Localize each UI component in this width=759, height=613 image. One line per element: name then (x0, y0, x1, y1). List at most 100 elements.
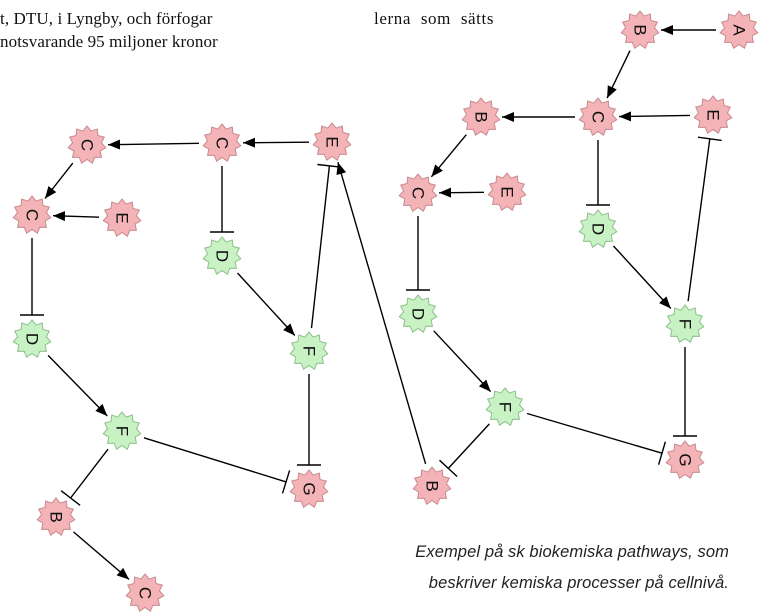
node-label: C (136, 587, 155, 599)
node-shape (412, 466, 452, 505)
pathway-node-d: D (578, 209, 618, 248)
caption-line: Exempel på sk biokemiska pathways, som (415, 543, 729, 561)
pathway-node-c: C (202, 123, 242, 162)
article-text-left: t, DTU, i Lyngby, och förfogar notsvaran… (0, 7, 218, 53)
inhibition-line (143, 437, 287, 483)
node-label: B (423, 480, 442, 491)
activation-arrow (438, 187, 485, 198)
pathway-node-c: C (125, 573, 165, 612)
node-label: F (113, 426, 132, 436)
pathway-node-g: G (665, 440, 705, 479)
node-label: F (496, 402, 515, 412)
inhibition-bar (657, 441, 667, 465)
node-shape (67, 125, 107, 164)
node-shape (289, 469, 329, 508)
node-label: D (23, 333, 42, 345)
activation-arrow (618, 111, 691, 122)
activation-arrow (44, 162, 74, 199)
inhibition-bar (697, 136, 722, 142)
node-shape (665, 304, 705, 343)
node-shape (620, 10, 660, 49)
node-shape (36, 497, 76, 536)
node-label: D (213, 250, 232, 262)
node-label: E (323, 136, 342, 147)
node-label: D (589, 223, 608, 235)
pathway-node-f: F (665, 304, 705, 343)
node-label: E (498, 186, 517, 197)
pathway-node-e: E (487, 172, 527, 211)
node-label: C (409, 187, 428, 199)
activation-arrow (606, 50, 631, 99)
node-label: B (631, 24, 650, 35)
node-label: D (409, 308, 428, 320)
pathway-node-e: E (693, 95, 733, 134)
node-label: C (589, 111, 608, 123)
inhibition-line (447, 423, 490, 469)
inhibition-line (526, 412, 663, 454)
pathway-node-c: C (578, 97, 618, 136)
inhibition-bar (281, 470, 291, 494)
node-shape (578, 97, 618, 136)
pathway-node-d: D (12, 319, 52, 358)
pathway-node-a: A (719, 10, 759, 49)
node-shape (202, 236, 242, 275)
node-shape (398, 294, 438, 333)
pathway-node-g: G (289, 469, 329, 508)
pathway-node-f: F (485, 387, 525, 426)
node-shape (578, 209, 618, 248)
pathway-node-b: B (36, 497, 76, 536)
pathway-node-c: C (12, 195, 52, 234)
node-shape (693, 95, 733, 134)
article-text-line: t, DTU, i Lyngby, och förfogar (0, 9, 213, 28)
article-text-middle: lerna som sätts (374, 9, 495, 28)
node-shape (312, 122, 352, 161)
pathway-node-d: D (398, 294, 438, 333)
node-label: G (676, 453, 695, 466)
node-label: F (676, 319, 695, 329)
activation-arrow (52, 211, 100, 222)
node-label: A (730, 24, 749, 36)
inhibition-line (70, 448, 109, 499)
node-shape (202, 123, 242, 162)
activation-arrow (433, 330, 492, 393)
figure-caption: Exempel på sk biokemiska pathways, som b… (415, 537, 729, 599)
node-label: E (113, 212, 132, 223)
pathway-node-b: B (412, 466, 452, 505)
inhibition-bar (439, 459, 458, 478)
pathway-node-b: B (620, 10, 660, 49)
activation-arrow (236, 272, 296, 336)
node-shape (12, 195, 52, 234)
activation-arrow (612, 245, 672, 309)
activation-arrow (336, 162, 427, 465)
activation-arrow (107, 139, 200, 150)
node-layer: C C E C E D D F F G B C A B C B E C E D D F F G B (12, 10, 759, 612)
caption-line: beskriver kemiska processer på cellnivå. (428, 574, 729, 592)
node-shape (398, 173, 438, 212)
node-label: B (472, 111, 491, 122)
pathway-node-e: E (102, 198, 142, 237)
node-label: F (300, 346, 319, 356)
node-label: E (704, 109, 723, 120)
pathway-node-b: B (461, 97, 501, 136)
pathway-node-f: F (102, 411, 142, 450)
node-label: B (47, 511, 66, 522)
activation-arrow (47, 354, 108, 417)
inhibition-line (310, 165, 331, 329)
node-shape (125, 573, 165, 612)
pathway-node-e: E (312, 122, 352, 161)
node-label: C (78, 139, 97, 151)
pathway-node-d: D (202, 236, 242, 275)
activation-arrow (430, 134, 467, 178)
node-shape (485, 387, 525, 426)
node-shape (665, 440, 705, 479)
activation-arrow (242, 137, 310, 148)
edge-layer (20, 25, 722, 580)
node-shape (487, 172, 527, 211)
node-shape (12, 319, 52, 358)
node-shape (719, 10, 759, 49)
inhibition-bar (60, 490, 81, 506)
inhibition-line (687, 138, 711, 302)
pathway-node-c: C (67, 125, 107, 164)
node-label: C (213, 137, 232, 149)
node-shape (102, 198, 142, 237)
